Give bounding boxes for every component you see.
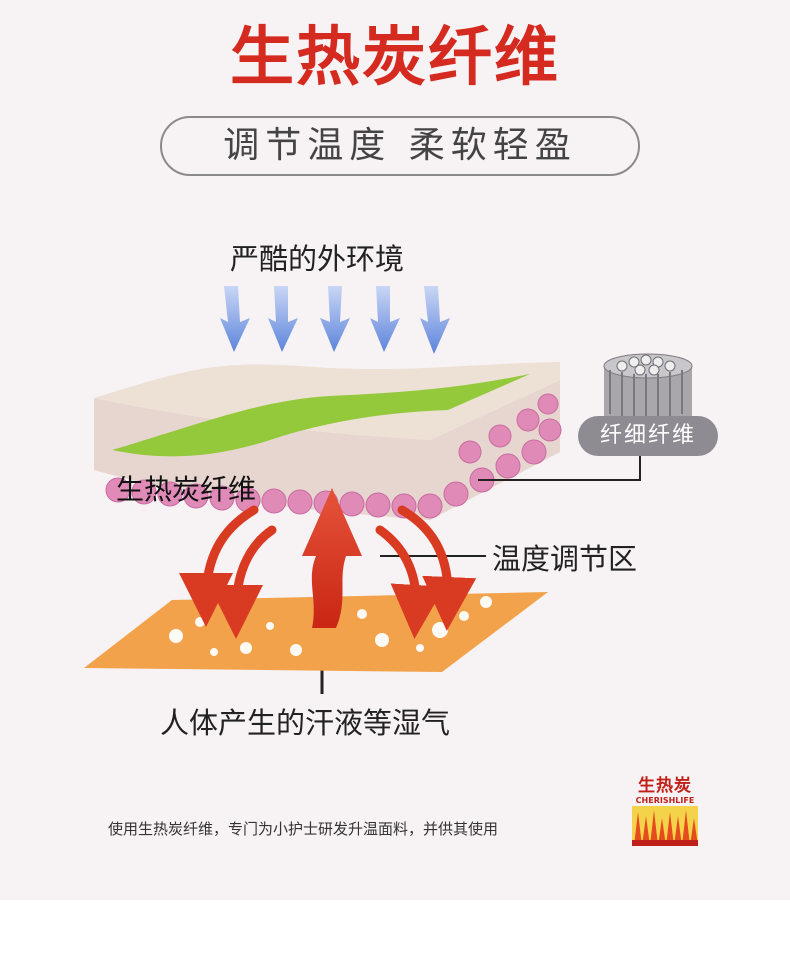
down-arrow-icon [420,286,450,354]
brand-english: CHERISHLIFE [635,796,695,805]
fiber-pointer-line [478,456,641,481]
fiber-layer-label: 生热炭纤维 [116,473,257,506]
curved-arrow-icon [209,525,277,639]
brand-logo: 生热炭 CHERISHLIFE [632,776,698,850]
page-title: 生热炭纤维 [230,21,560,95]
curved-arrow-icon [397,505,477,631]
footer-band [0,900,790,962]
blue-arrows [220,286,450,354]
red-arrows [179,505,477,639]
fabric-layer [94,362,562,520]
down-arrow-icon [268,286,298,352]
down-arrow-icon [370,286,400,352]
regulation-zone-label: 温度调节区 [492,542,638,576]
subtitle: 调节温度 柔软轻盈 [160,116,640,176]
fine-fiber-badge: 纤细纤维 [578,416,718,456]
environment-label: 严酷的外环境 [230,242,405,276]
brand-name: 生热炭 [638,776,692,796]
fiber-bundle-icon [603,353,693,416]
caption: 使用生热炭纤维，专门为小护士研发升温面料，并供其使用 [108,820,499,838]
down-arrow-icon [220,286,250,352]
brand-flame-icon [632,806,698,846]
up-arrow-icon [302,488,362,628]
curved-arrow-icon [375,525,445,639]
down-arrow-icon [320,286,350,352]
body-moisture-label: 人体产生的汗液等湿气 [160,706,451,740]
curved-arrow-icon [179,505,259,627]
fiber-diagram [84,286,693,694]
